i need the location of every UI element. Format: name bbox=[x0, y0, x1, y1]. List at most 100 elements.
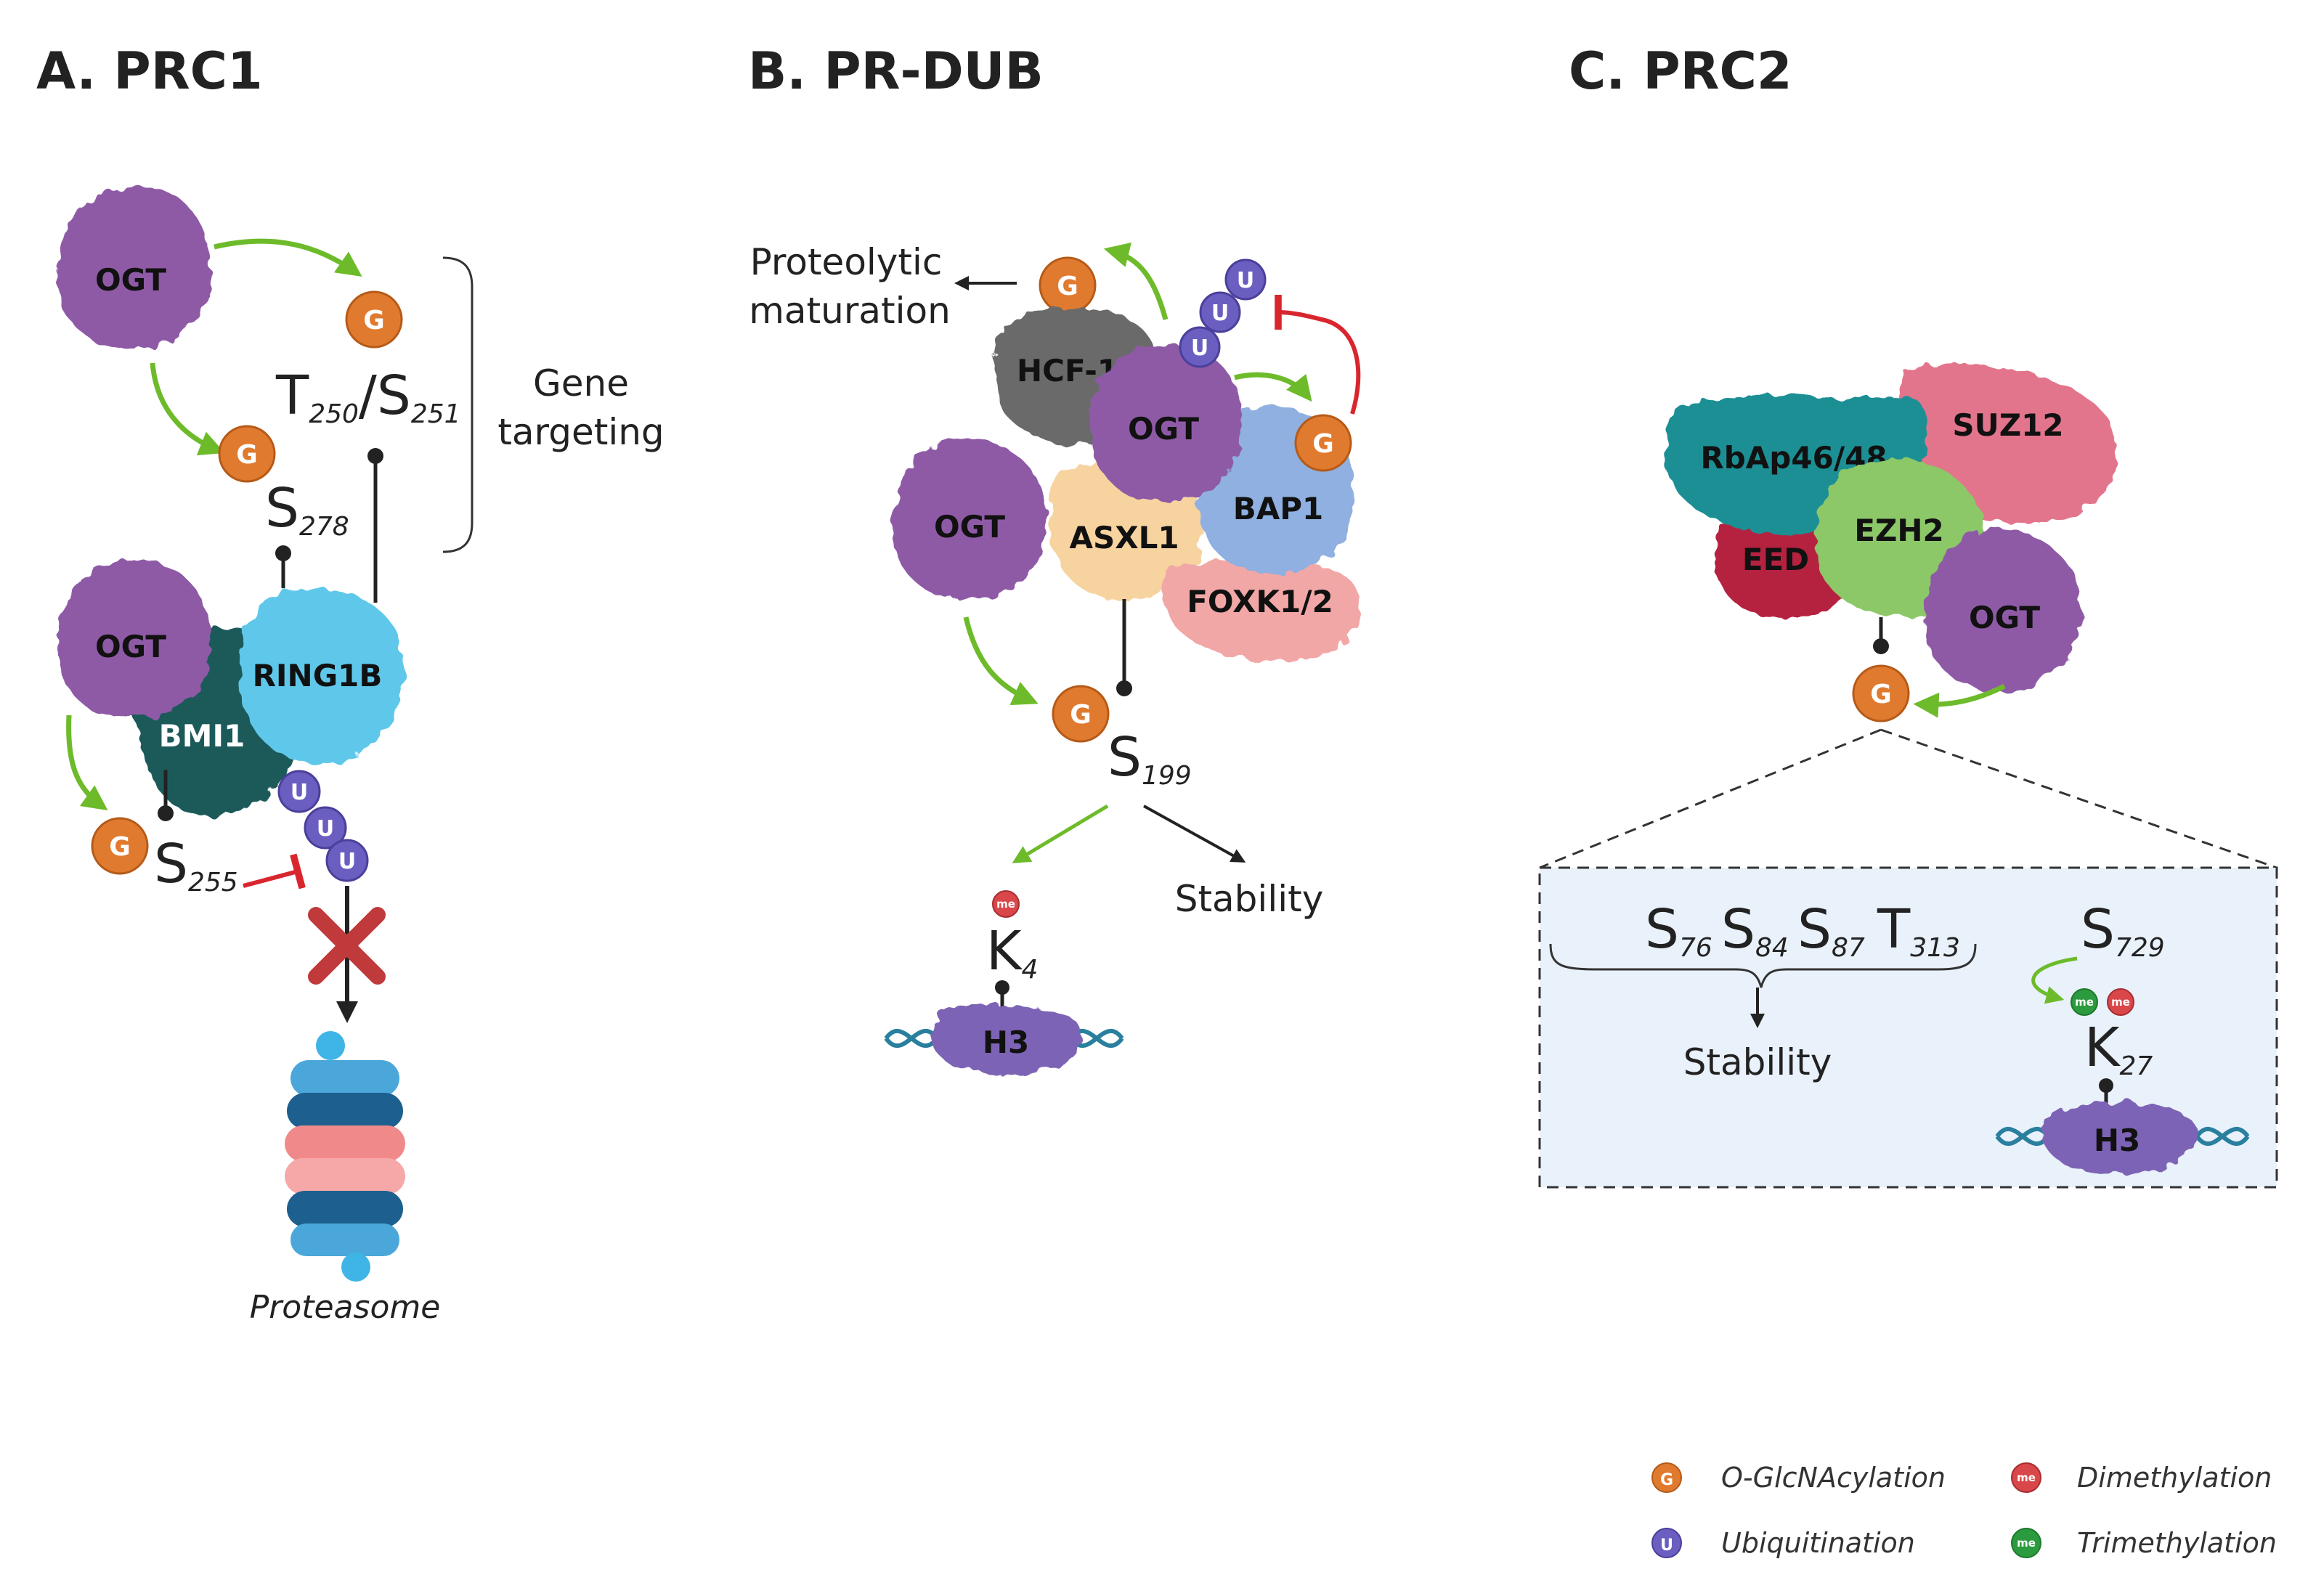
foxk-protein: FOXK1/2 bbox=[1163, 558, 1360, 661]
trimethyl-badge: me bbox=[2071, 988, 2098, 1016]
site-s278: S278 bbox=[265, 477, 349, 542]
ogt-label: OGT bbox=[1128, 411, 1199, 447]
panel-c-title: C. PRC2 bbox=[1569, 41, 1792, 101]
glcnac-badge: G bbox=[1039, 256, 1097, 314]
ogt-label: OGT bbox=[95, 262, 166, 298]
svg-text:G: G bbox=[363, 306, 385, 335]
legend-item-glcnac: G O-GlcNAcylation bbox=[1651, 1462, 1946, 1494]
legend-item-dimethyl: me Dimethylation bbox=[2011, 1462, 2272, 1494]
legend-label: Dimethylation bbox=[2077, 1462, 2272, 1494]
eed-label: EED bbox=[1742, 542, 1809, 577]
site-k4: K4 bbox=[986, 920, 1038, 985]
panel-c: SUZ12 EED RbAp46/48 EZH2 OGT G bbox=[1538, 364, 2278, 1189]
ogt-label: OGT bbox=[934, 509, 1005, 545]
activation-arrow bbox=[1103, 242, 1169, 320]
svg-text:G: G bbox=[236, 440, 258, 470]
glcnac-badge: G bbox=[91, 817, 149, 875]
site-dot bbox=[158, 805, 174, 821]
activation-arrow bbox=[1913, 683, 2006, 718]
site-s199: S199 bbox=[1108, 726, 1192, 791]
site-t313: T313 bbox=[1877, 898, 1960, 963]
ogt-label: OGT bbox=[1969, 600, 2040, 635]
site-dot bbox=[1873, 638, 1889, 654]
bmi1-label: BMI1 bbox=[159, 718, 245, 754]
glcnac-badge: G bbox=[1852, 664, 1910, 722]
site-s255: S255 bbox=[154, 833, 238, 897]
suz12-label: SUZ12 bbox=[1952, 407, 2063, 443]
site-s76: S76 bbox=[1645, 898, 1712, 963]
activation-arrow bbox=[2031, 956, 2078, 1004]
site-dot bbox=[367, 448, 383, 464]
h3-label: H3 bbox=[983, 1025, 1029, 1060]
dimethyl-badge: me bbox=[992, 890, 1020, 918]
bap1-label: BAP1 bbox=[1233, 491, 1324, 526]
site-s729: S729 bbox=[2081, 898, 2165, 963]
ogt-protein-b-center: OGT bbox=[1089, 344, 1243, 501]
ogt-protein-c: OGT bbox=[1924, 530, 2081, 690]
site-dot bbox=[275, 545, 291, 561]
panel-a: OGT G T250/S251 G S278 Gene targeting bbox=[57, 187, 665, 1326]
block-x-icon bbox=[308, 907, 386, 985]
ring1b-label: RING1B bbox=[253, 658, 383, 693]
legend: G O-GlcNAcylation me Dimethylation U Ubi… bbox=[1651, 1462, 2277, 1559]
panel-b: Proteolytic maturation G HCF-1 ASXL1 FOX… bbox=[749, 241, 1361, 1075]
glcnac-badge: G bbox=[1294, 414, 1352, 472]
svg-text:G: G bbox=[1660, 1471, 1673, 1489]
svg-text:U: U bbox=[1660, 1536, 1673, 1555]
inhibition-line bbox=[1275, 294, 1361, 415]
svg-text:U: U bbox=[1211, 301, 1229, 326]
ogt-protein-a-top: OGT bbox=[57, 187, 211, 349]
proteolytic-line1: Proteolytic bbox=[750, 241, 943, 283]
gene-targeting-line2: targeting bbox=[497, 411, 664, 453]
site-dot bbox=[1116, 680, 1132, 696]
site-dot bbox=[2099, 1078, 2113, 1093]
svg-text:U: U bbox=[338, 849, 356, 874]
panel-b-title: B. PR-DUB bbox=[748, 41, 1044, 101]
proteasome-icon bbox=[285, 1031, 405, 1282]
legend-label: O-GlcNAcylation bbox=[1721, 1462, 1946, 1494]
activation-arrow bbox=[1012, 804, 1109, 863]
ring1b-protein: RING1B bbox=[239, 589, 405, 763]
site-s84: S84 bbox=[1721, 898, 1789, 963]
ubiquitin-chain: U U U bbox=[277, 770, 369, 882]
nucleosome-h3-c: H3 bbox=[1995, 1102, 2250, 1173]
proteasome-label: Proteasome bbox=[250, 1289, 441, 1326]
svg-text:U: U bbox=[1237, 268, 1254, 293]
sites-brace bbox=[1549, 943, 1977, 988]
site-s87: S87 bbox=[1797, 898, 1865, 963]
site-t250-s251: T250/S251 bbox=[275, 365, 461, 429]
activation-arrow bbox=[150, 362, 225, 456]
svg-text:G: G bbox=[1870, 680, 1892, 709]
ogt-label: OGT bbox=[95, 629, 166, 664]
activation-arrow bbox=[1234, 372, 1312, 402]
svg-text:me: me bbox=[2111, 996, 2130, 1009]
glcnac-badge: G bbox=[345, 290, 403, 349]
stability-label-c: Stability bbox=[1683, 1041, 1832, 1083]
dimethyl-badge: me bbox=[2107, 988, 2134, 1016]
h3-label: H3 bbox=[2094, 1123, 2140, 1158]
gene-targeting-bracket bbox=[442, 256, 474, 553]
zoom-line bbox=[1880, 728, 2277, 869]
legend-item-ubiquitin: U Ubiquitination bbox=[1651, 1527, 1915, 1559]
svg-text:G: G bbox=[109, 832, 131, 862]
activation-arrow bbox=[66, 714, 108, 811]
inhibition-line bbox=[243, 853, 306, 889]
svg-text:G: G bbox=[1312, 429, 1334, 459]
activation-arrow bbox=[963, 616, 1039, 706]
svg-text:me: me bbox=[2075, 996, 2094, 1009]
glcnac-badge: G bbox=[1052, 685, 1110, 743]
stability-label-b: Stability bbox=[1175, 878, 1324, 920]
legend-label: Ubiquitination bbox=[1721, 1527, 1915, 1559]
panel-a-title: A. PRC1 bbox=[36, 41, 263, 101]
foxk-label: FOXK1/2 bbox=[1187, 584, 1333, 619]
legend-label: Trimethylation bbox=[2077, 1527, 2277, 1559]
proteolytic-line2: maturation bbox=[749, 290, 951, 332]
svg-text:U: U bbox=[290, 780, 308, 805]
svg-text:G: G bbox=[1070, 700, 1092, 730]
svg-text:U: U bbox=[317, 816, 334, 842]
glcnac-badge: G bbox=[218, 425, 276, 483]
gene-targeting-line1: Gene bbox=[533, 362, 629, 404]
svg-text:me: me bbox=[2017, 1536, 2036, 1550]
zoom-line bbox=[1539, 728, 1882, 869]
